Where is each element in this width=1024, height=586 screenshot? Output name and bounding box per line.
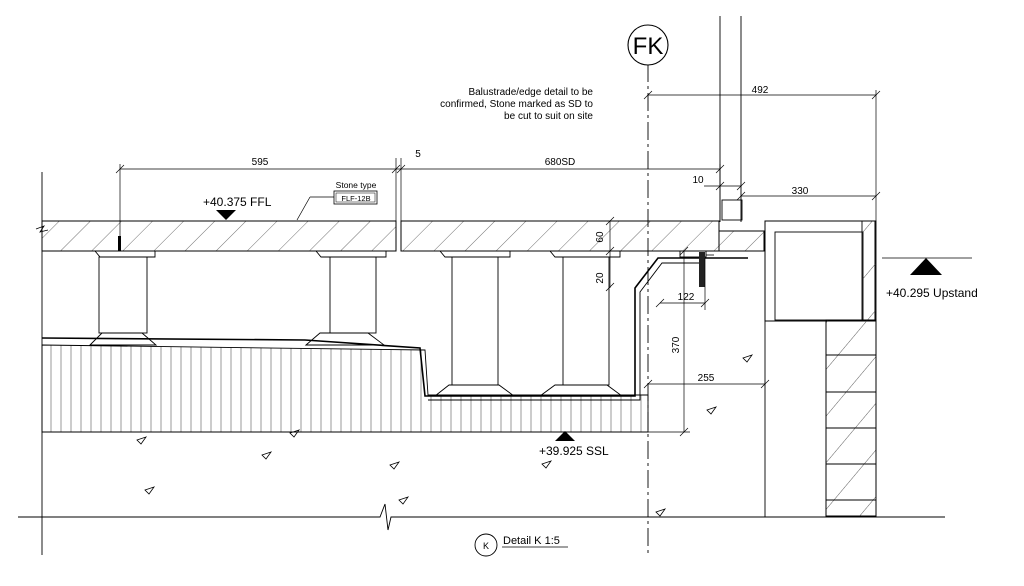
- grid-bubble-icon: [627, 24, 669, 66]
- detail-title: K Detail K 1:5: [474, 533, 568, 557]
- dimension-labels: 492 595 5 680SD 10 330 60 20 122 370 255: [252, 85, 809, 384]
- pedestal-1: [88, 236, 158, 346]
- ffl-label: +40.375 FFL: [203, 195, 272, 209]
- note-line-3: be cut to suit on site: [504, 111, 593, 122]
- brickwork-wall: [825, 220, 877, 517]
- dim-255: 255: [698, 373, 715, 384]
- waterproof-membrane: [41, 257, 748, 401]
- stone-tag-title: Stone type: [336, 180, 377, 190]
- dim-20: 20: [595, 272, 606, 284]
- edge-fixing-bracket: [679, 250, 714, 287]
- detail-bubble-icon: [474, 533, 498, 557]
- grid-marker-label: FK: [633, 33, 664, 60]
- triangle-level-icon: [555, 431, 575, 441]
- level-ssl: +39.925 SSL: [539, 431, 609, 458]
- stone-tag-code: FLF-12B: [341, 194, 370, 203]
- balustrade-note: Balustrade/edge detail to be confirmed, …: [440, 87, 593, 122]
- pedestal-3: [433, 250, 516, 397]
- note-line-2: confirmed, Stone marked as SD to: [440, 99, 593, 110]
- triangle-level-icon: [216, 210, 236, 220]
- dim-680sd: 680SD: [545, 157, 576, 168]
- pedestal-4: [538, 250, 624, 397]
- dim-60: 60: [595, 231, 606, 243]
- screed-layer: [41, 344, 649, 433]
- upstand-block: [721, 199, 876, 322]
- dim-330: 330: [792, 186, 809, 197]
- ssl-label: +39.925 SSL: [539, 444, 609, 458]
- level-ffl: +40.375 FFL: [203, 195, 272, 220]
- dim-10: 10: [692, 175, 704, 186]
- note-line-1: Balustrade/edge detail to be: [468, 87, 593, 98]
- dim-492: 492: [752, 85, 769, 96]
- pedestal-2: [304, 250, 387, 346]
- detail-label: Detail K 1:5: [503, 535, 560, 547]
- dim-122: 122: [678, 292, 695, 303]
- upstand-label: +40.295 Upstand: [886, 286, 978, 300]
- stone-paving: [35, 220, 765, 252]
- dim-595: 595: [252, 157, 269, 168]
- dim-370: 370: [671, 336, 682, 353]
- stone-type-tag: Stone type FLF-12B: [296, 180, 378, 221]
- triangle-level-icon: [910, 258, 942, 275]
- dimension-lines: [115, 90, 881, 437]
- detail-marker: K: [483, 541, 489, 551]
- dim-5: 5: [415, 149, 421, 160]
- level-upstand: +40.295 Upstand: [882, 257, 978, 300]
- grid-line-fk: FK: [627, 24, 669, 555]
